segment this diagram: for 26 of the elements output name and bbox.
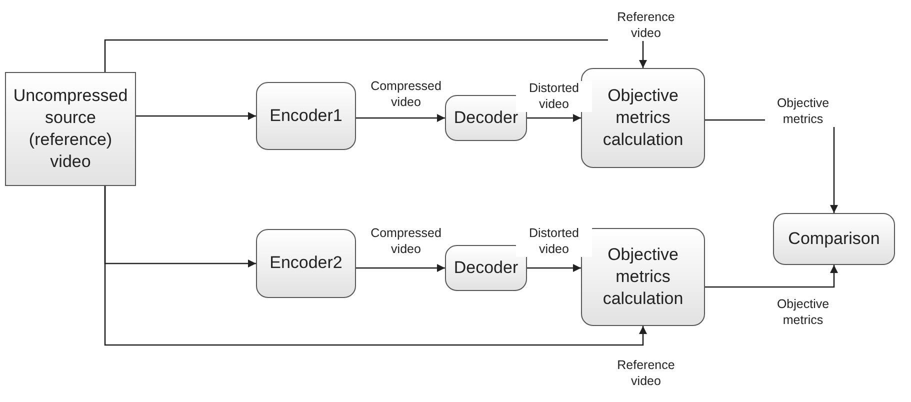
node-label: Encoder1 (270, 104, 342, 127)
node-label: Decoder (454, 106, 518, 129)
node-label: Objective metrics calculation (602, 244, 684, 310)
node-label: Comparison (788, 228, 880, 250)
process-box (256, 82, 356, 150)
process-box (581, 228, 705, 326)
arrow (527, 264, 581, 272)
node-label: Objective metrics calculation (602, 84, 684, 152)
arrow (136, 112, 256, 120)
process-box (256, 229, 356, 298)
arrow (705, 265, 838, 288)
arrow (104, 39, 647, 72)
node-label: Encoder2 (270, 252, 342, 274)
arrow (104, 186, 647, 346)
edge-label: Distorted video (516, 81, 592, 112)
arrow (527, 114, 581, 122)
source-box (5, 72, 136, 186)
process-box (445, 95, 527, 141)
edge-label: Distorted video (516, 226, 592, 258)
node-label: Decoder (454, 256, 518, 279)
node-label: Uncompressed source (reference) video (12, 84, 129, 174)
process-box (581, 68, 705, 168)
process-box (773, 213, 895, 265)
arrow (356, 114, 445, 122)
process-box (445, 245, 527, 291)
arrow (356, 264, 445, 272)
